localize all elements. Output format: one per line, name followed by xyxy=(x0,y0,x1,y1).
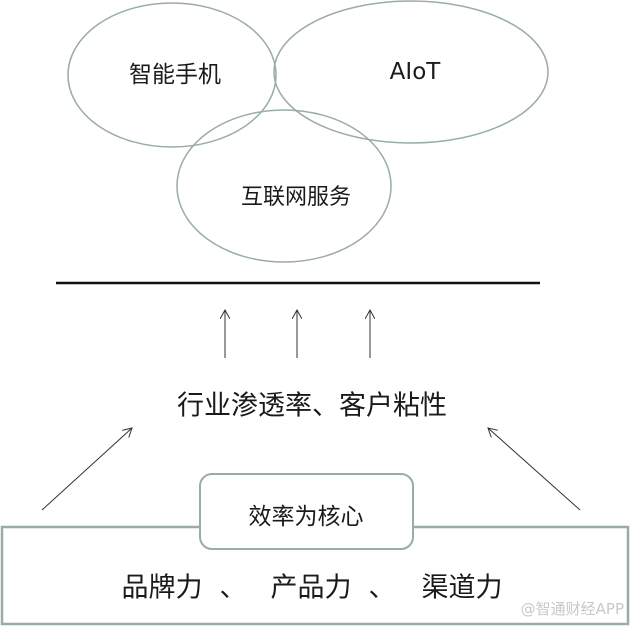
base-item-product: 产品力 xyxy=(270,572,352,604)
base-sep-2: 、 xyxy=(368,572,396,604)
label-aiot: AIoT xyxy=(389,59,441,85)
base-item-brand: 品牌力 xyxy=(121,572,203,604)
diag-arrow-right xyxy=(488,428,581,511)
core-box-label: 效率为核心 xyxy=(248,504,364,530)
circle-smartphone xyxy=(67,2,277,148)
diag-arrow-left xyxy=(41,428,132,511)
watermark: @智通财经APP xyxy=(520,600,624,618)
circle-aiot xyxy=(273,0,549,144)
middle-text: 行业渗透率、客户粘性 xyxy=(177,390,447,422)
label-internet-services: 互联网服务 xyxy=(240,185,352,210)
circle-internet-services xyxy=(176,109,392,263)
base-item-channel: 渠道力 xyxy=(421,572,503,604)
base-sep-1: 、 xyxy=(219,572,247,604)
core-box xyxy=(199,473,414,550)
label-smartphone: 智能手机 xyxy=(129,62,221,88)
